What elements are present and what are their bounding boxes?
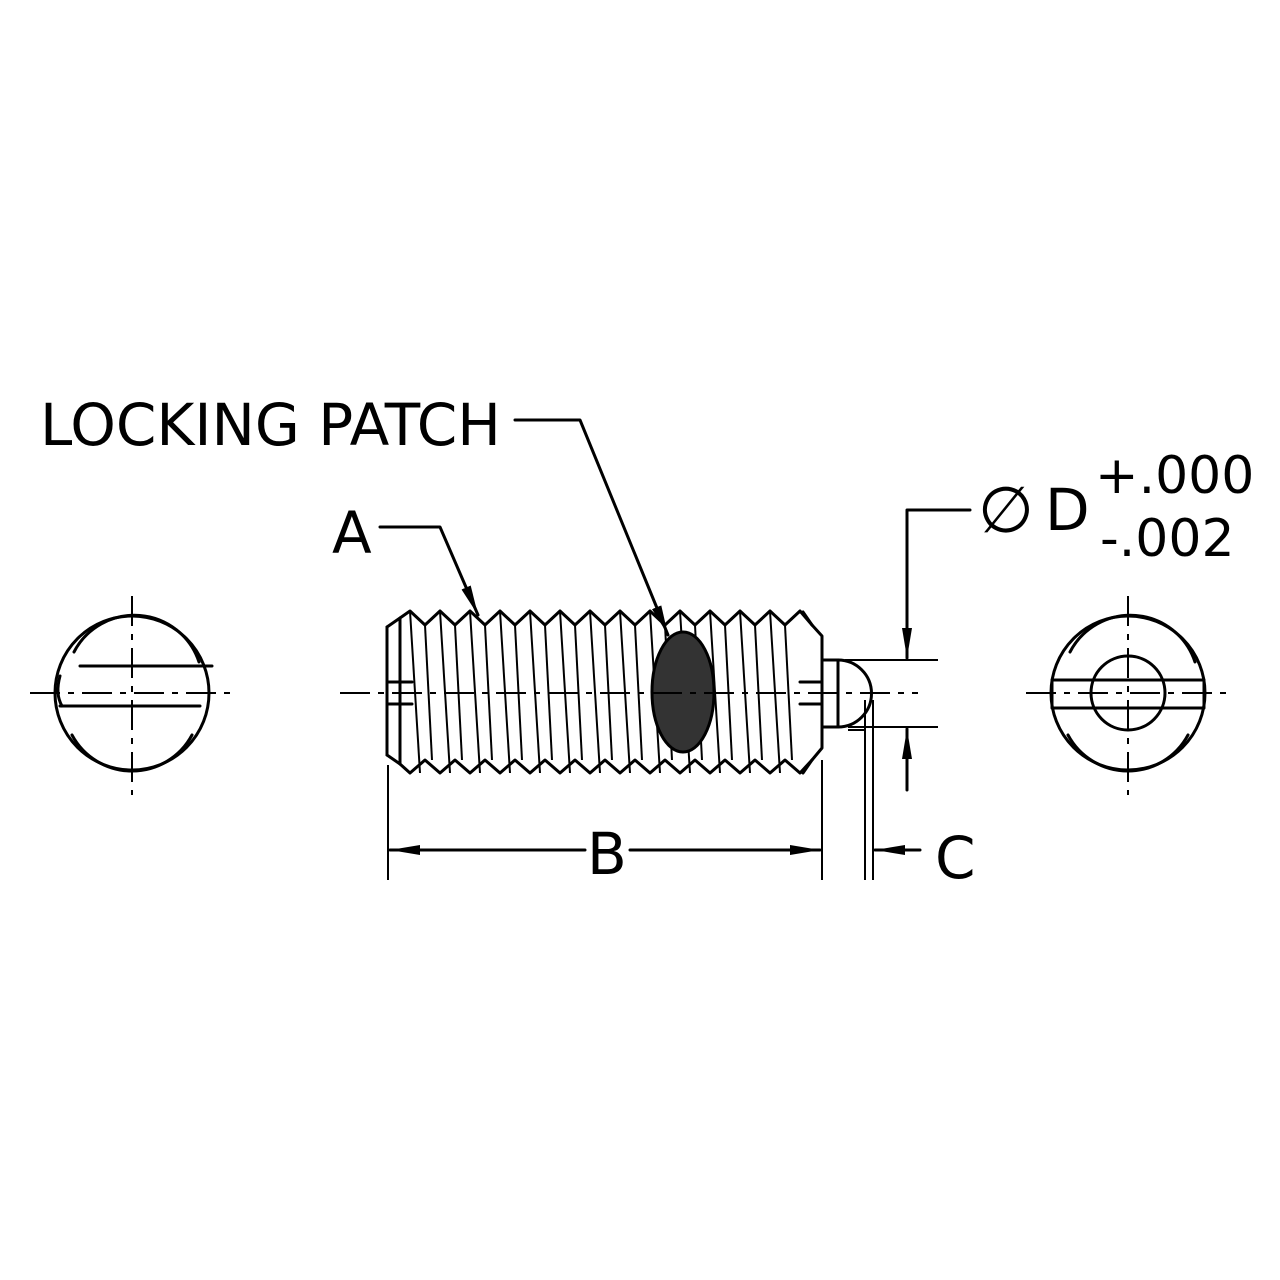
- locking-patch-label: LOCKING PATCH: [40, 391, 501, 459]
- locking-patch-leader: [513, 418, 670, 637]
- b-label: B: [587, 820, 627, 888]
- thread-bottom-profile: [398, 758, 814, 775]
- head-slot: [385, 680, 414, 706]
- thread-top-profile: [398, 609, 814, 627]
- diameter-symbol: ∅: [978, 474, 1034, 548]
- a-leader: [378, 525, 480, 617]
- a-label: A: [332, 499, 372, 567]
- d-label: D: [1045, 476, 1090, 544]
- dimension-d: [845, 508, 972, 792]
- dimension-b: [387, 760, 823, 880]
- right-end-view: [1026, 596, 1230, 795]
- tolerance-plus: +.000: [1095, 446, 1254, 506]
- tip-slot: [798, 680, 824, 706]
- left-end-view: [30, 596, 235, 795]
- tolerance-minus: -.002: [1100, 509, 1235, 569]
- c-label: C: [935, 824, 976, 892]
- side-view: [340, 609, 918, 775]
- dimension-c: [848, 700, 922, 880]
